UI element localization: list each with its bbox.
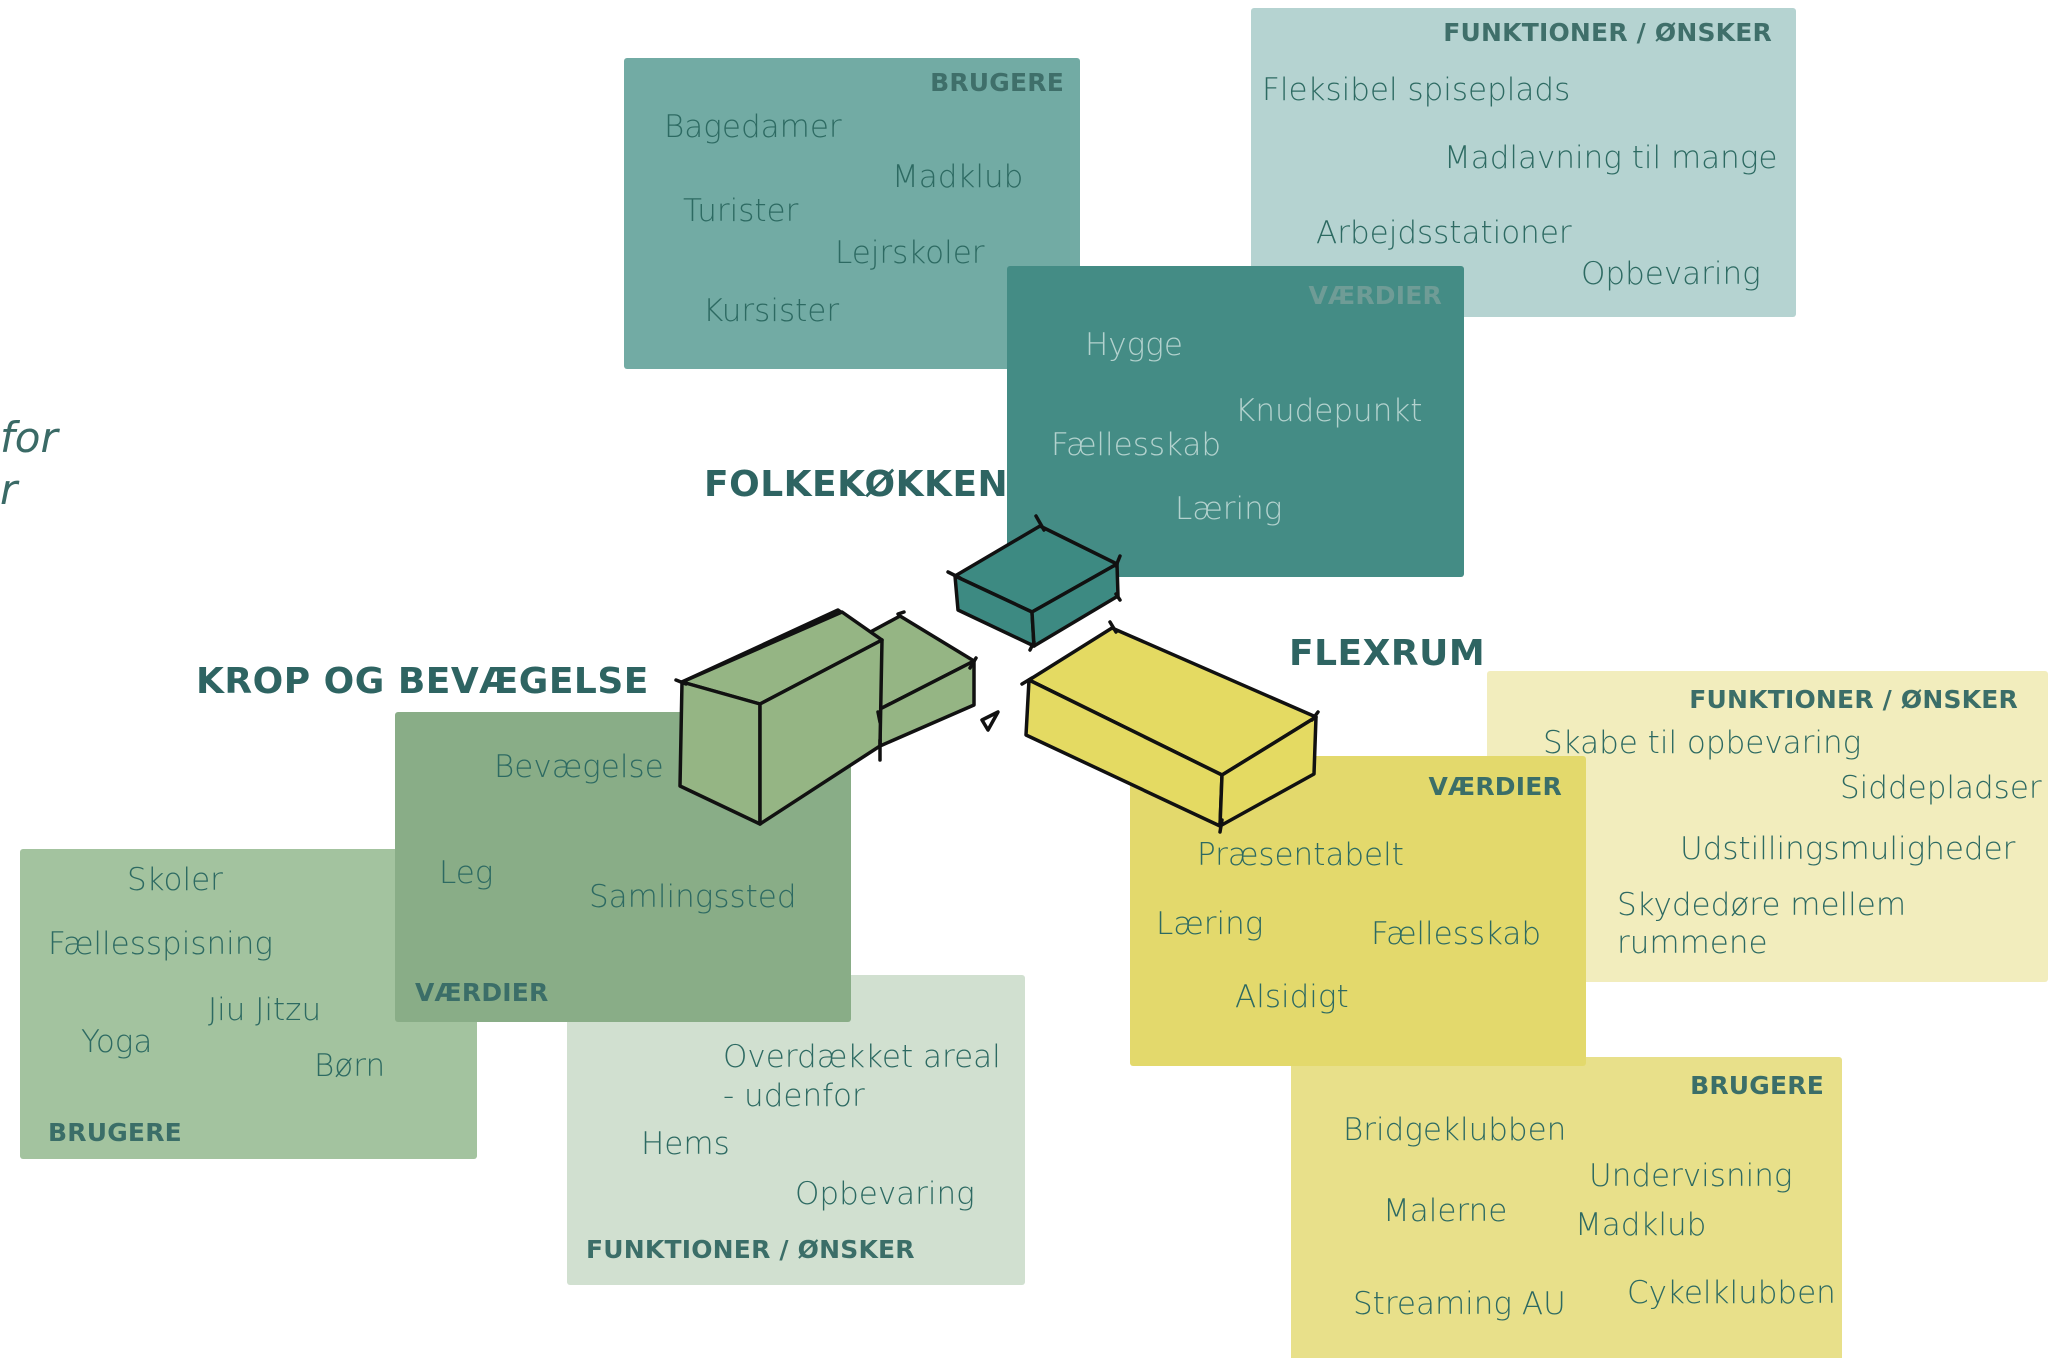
flexrum-funktioner-item: Skydedøre mellem [1617,887,1907,923]
krop-funktioner-item: - udenfor [723,1078,865,1114]
edge-text-for: for [0,413,58,462]
flexrum-vaerdier-item: Fællesskab [1371,916,1542,952]
krop-tall-block-front [678,680,762,826]
krop-funktioner-header: FUNKTIONER / ØNSKER [586,1235,915,1264]
flexrum-brugere-item: Bridgeklubben [1343,1112,1567,1148]
folkekokken-title: FOLKEKØKKEN [704,464,1009,505]
krop-brugere-item: Jiu Jitzu [208,992,322,1028]
krop-brugere-item: Fællesspisning [48,926,273,962]
folkekokken-brugere-item: Lejrskoler [835,235,985,271]
flexrum-brugere-header: BRUGERE [1690,1071,1824,1100]
flexrum-vaerdier-item: Alsidigt [1235,979,1349,1015]
krop-funktioner-card: Overdækket areal - udenfor Hems Opbevari… [567,975,1025,1285]
folkekokken-brugere-item: Bagedamer [664,109,842,145]
flexrum-vaerdier-header: VÆRDIER [1428,772,1562,801]
krop-funktioner-item: Hems [641,1126,730,1162]
krop-brugere-item: Børn [314,1048,386,1084]
flexrum-vaerdier-item: Præsentabelt [1197,837,1404,873]
folkekokken-brugere-item: Turister [683,193,799,229]
folkekokken-vaerdier-item: Hygge [1085,327,1183,363]
flexrum-volume-sketch [1020,620,1320,834]
krop-vaerdier-item: Samlingssted [589,879,797,915]
edge-text-r: r [0,465,18,514]
flexrum-title: FLEXRUM [1289,633,1486,674]
flexrum-brugere-item: Streaming AU [1353,1286,1566,1322]
flexrum-funktioner-item: rummene [1617,925,1768,961]
folkekokken-funktioner-item: Opbevaring [1581,256,1761,292]
folkekokken-vaerdier-item: Fællesskab [1051,427,1222,463]
flexrum-funktioner-header: FUNKTIONER / ØNSKER [1689,685,2018,714]
krop-brugere-item: Skoler [127,862,223,898]
folkekokken-vaerdier-header: VÆRDIER [1308,281,1442,310]
flexrum-box-side [1218,715,1318,828]
krop-vaerdier-item: Bevægelse [494,749,664,785]
folkekokken-funktioner-card: FUNKTIONER / ØNSKER Fleksibel spiseplads… [1251,8,1796,317]
krop-vaerdier-item: Leg [439,855,494,891]
folkekokken-vaerdier-card: VÆRDIER Hygge Knudepunkt Fællesskab Læri… [1007,266,1464,577]
folkekokken-volume-sketch [946,514,1122,652]
flexrum-brugere-card: BRUGERE Bridgeklubben Undervisning Maler… [1291,1057,1842,1358]
folkekokken-vaerdier-item: Knudepunkt [1235,393,1423,429]
flexrum-brugere-item: Undervisning [1589,1158,1793,1194]
folkekokken-brugere-item: Kursister [703,293,840,329]
folkekokken-funktioner-item: Fleksibel spiseplads [1262,72,1571,108]
folkekokken-brugere-header: BRUGERE [930,68,1064,97]
flexrum-brugere-item: Madklub [1575,1207,1707,1243]
flexrum-funktioner-item: Siddepladser [1840,770,2042,806]
krop-brugere-header: BRUGERE [48,1118,182,1147]
krop-funktioner-item: Overdækket areal [723,1039,1001,1075]
flexrum-brugere-item: Cykelklubben [1627,1275,1836,1311]
flexrum-funktioner-item: Udstillingsmuligheder [1680,831,2016,867]
folkekokken-funktioner-header: FUNKTIONER / ØNSKER [1443,18,1772,47]
krop-volume-sketch [674,608,1000,826]
krop-title: KROP OG BEVÆGELSE [196,661,649,702]
folkekokken-vaerdier-item: Læring [1175,491,1283,527]
folkekokken-funktioner-item: Madlavning til mange [1444,140,1778,176]
flexrum-funktioner-item: Skabe til opbevaring [1543,725,1862,761]
krop-vaerdier-header: VÆRDIER [415,978,549,1007]
krop-brugere-item: Yoga [81,1024,153,1060]
folkekokken-brugere-card: BRUGERE Bagedamer Madklub Turister Lejrs… [624,58,1080,369]
krop-funktioner-item: Opbevaring [795,1176,975,1212]
flexrum-brugere-item: Malerne [1383,1193,1508,1229]
folkekokken-brugere-item: Madklub [892,159,1024,195]
folkekokken-funktioner-item: Arbejdsstationer [1316,215,1572,251]
flexrum-vaerdier-item: Læring [1156,906,1264,942]
